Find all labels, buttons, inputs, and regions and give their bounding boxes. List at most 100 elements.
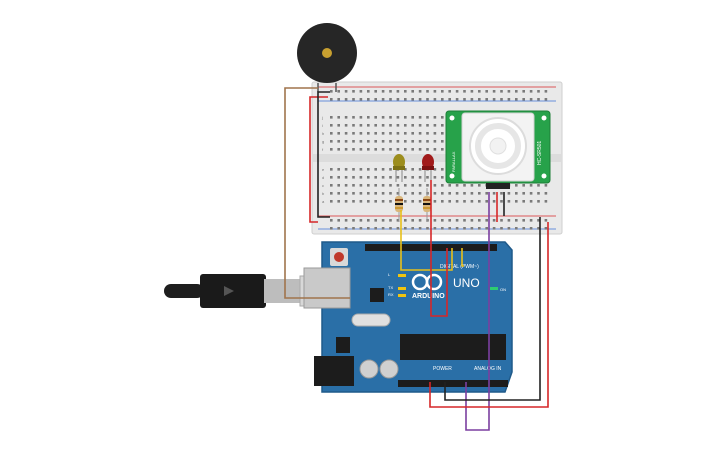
- breadboard-hole: [544, 192, 548, 195]
- breadboard-hole: [359, 184, 363, 187]
- breadboard-hole: [537, 200, 540, 203]
- breadboard-hole: [470, 227, 474, 230]
- breadboard-hole: [359, 200, 363, 203]
- breadboard-hole: [478, 184, 481, 187]
- breadboard-hole: [381, 90, 385, 93]
- breadboard-hole: [433, 148, 437, 151]
- breadboard-hole: [418, 90, 422, 93]
- breadboard-hole: [374, 168, 377, 171]
- breadboard-hole: [478, 219, 481, 222]
- breadboard-hole: [492, 192, 496, 195]
- breadboard-hole: [396, 124, 400, 127]
- breadboard-hole: [374, 227, 377, 230]
- breadboard-hole: [544, 184, 548, 187]
- wire-yellow-2: [461, 248, 464, 267]
- breadboard-hole: [537, 219, 540, 222]
- breadboard-hole: [411, 176, 414, 179]
- breadboard-hole: [330, 116, 333, 119]
- breadboard-hole: [396, 184, 400, 187]
- breadboard-hole: [426, 148, 429, 151]
- breadboard-hole: [352, 176, 355, 179]
- breadboard-hole: [441, 116, 444, 119]
- wires: [284, 87, 549, 431]
- breadboard-hole: [367, 148, 370, 151]
- breadboard-hole: [418, 124, 422, 127]
- resistor-1: [395, 188, 403, 222]
- breadboard-hole: [411, 98, 414, 101]
- breadboard-hole: [337, 200, 340, 203]
- breadboard-hole: [367, 200, 370, 203]
- tx-label: TX: [388, 285, 393, 290]
- breadboard-hole: [441, 219, 444, 222]
- breadboard-hole: [404, 98, 407, 101]
- breadboard-hole: [389, 192, 392, 195]
- breadboard-hole: [500, 192, 503, 195]
- breadboard-hole: [389, 116, 392, 119]
- breadboard-hole: [455, 192, 459, 195]
- breadboard-hole: [492, 227, 496, 230]
- breadboard-hole: [352, 200, 355, 203]
- breadboard-hole: [411, 200, 414, 203]
- breadboard-hole: [529, 192, 533, 195]
- breadboard-hole: [418, 192, 422, 195]
- breadboard-hole: [478, 192, 481, 195]
- breadboard-hole: [352, 140, 355, 143]
- breadboard-hole: [389, 184, 392, 187]
- breadboard-hole: [381, 227, 385, 230]
- breadboard-hole: [515, 219, 518, 222]
- breadboard-hole: [381, 148, 385, 151]
- breadboard-hole: [492, 90, 496, 93]
- breadboard-hole: [433, 227, 437, 230]
- breadboard-row-letter: f: [322, 147, 324, 152]
- breadboard-hole: [330, 184, 333, 187]
- breadboard-hole: [485, 227, 488, 230]
- breadboard-hole: [537, 227, 540, 230]
- breadboard-hole: [344, 90, 348, 93]
- breadboard-hole: [529, 90, 533, 93]
- breadboard-hole: [337, 192, 340, 195]
- breadboard-hole: [389, 132, 392, 135]
- breadboard-hole: [522, 98, 525, 101]
- breadboard-hole: [418, 219, 422, 222]
- breadboard-hole: [404, 184, 407, 187]
- breadboard-hole: [359, 124, 363, 127]
- breadboard-hole: [404, 132, 407, 135]
- breadboard-hole: [433, 124, 437, 127]
- rx-label: RX: [388, 292, 394, 297]
- breadboard-hole: [330, 148, 333, 151]
- breadboard-hole: [515, 90, 518, 93]
- breadboard-hole: [344, 132, 348, 135]
- breadboard-hole: [544, 200, 548, 203]
- breadboard-hole: [381, 192, 385, 195]
- breadboard-hole: [433, 192, 437, 195]
- breadboard-hole: [352, 98, 355, 101]
- breadboard-hole: [418, 116, 422, 119]
- breadboard-hole: [470, 192, 474, 195]
- digital-label: DIGITAL (PWM~): [440, 264, 479, 270]
- breadboard-hole: [337, 148, 340, 151]
- breadboard-hole: [522, 90, 525, 93]
- breadboard-hole: [352, 124, 355, 127]
- breadboard-hole: [411, 132, 414, 135]
- breadboard-hole: [374, 116, 377, 119]
- breadboard-hole: [441, 192, 444, 195]
- breadboard-hole: [478, 90, 481, 93]
- breadboard-hole: [522, 200, 525, 203]
- breadboard-hole: [441, 90, 444, 93]
- breadboard-hole: [529, 219, 533, 222]
- breadboard-hole: [344, 98, 348, 101]
- breadboard-hole: [352, 219, 355, 222]
- resistor-2: [423, 188, 431, 222]
- breadboard-hole: [478, 227, 481, 230]
- l-label: L: [388, 272, 391, 277]
- breadboard-hole: [500, 200, 503, 203]
- breadboard-hole: [463, 90, 466, 93]
- breadboard-hole: [389, 140, 392, 143]
- breadboard-hole: [359, 192, 363, 195]
- breadboard-hole: [411, 116, 414, 119]
- breadboard-hole: [507, 98, 511, 101]
- arduino-logo: [411, 273, 443, 291]
- on-label: ON: [500, 287, 506, 292]
- breadboard-hole: [433, 132, 437, 135]
- breadboard-hole: [330, 90, 333, 93]
